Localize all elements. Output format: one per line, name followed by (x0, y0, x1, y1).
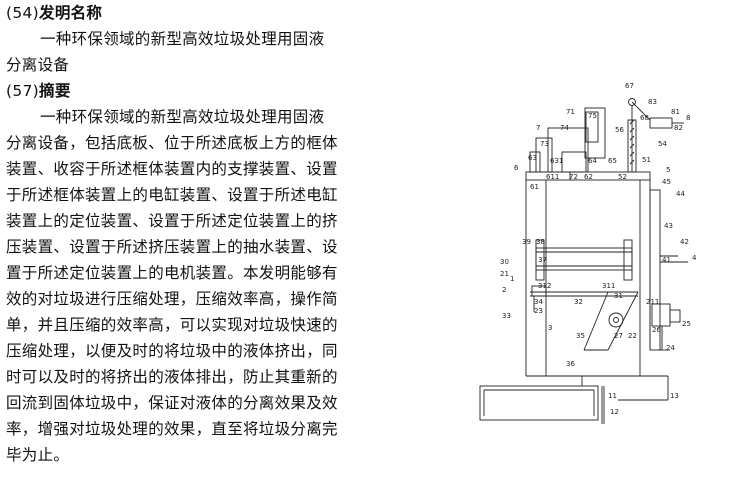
ref-label: 8 (686, 114, 690, 122)
ref-label: 312 (538, 282, 551, 290)
abstract-line: 回流到固体垃圾中，保证对液体的分离效果及效 (6, 394, 338, 412)
abstract-line: 时可以及时的将挤出的液体排出，防止其重新的 (6, 368, 338, 386)
ref-label: 23 (534, 307, 543, 315)
ref-label: 34 (534, 298, 543, 306)
ref-label: 54 (658, 140, 667, 148)
abstract-line: 装置、收容于所述框体装置内的支撑装置、设置 (6, 160, 338, 178)
ref-label: 64 (588, 157, 597, 165)
ref-label: 31 (614, 292, 623, 300)
ref-label: 4 (692, 254, 697, 262)
ref-label: 21 (500, 270, 509, 278)
ref-label: 6 (514, 164, 519, 172)
ref-label: 74 (560, 124, 569, 132)
ref-label: 62 (584, 173, 593, 181)
title-code: (54) (6, 4, 40, 22)
ref-label: 1 (510, 275, 514, 283)
ref-label: 71 (566, 108, 575, 116)
ref-label: 26 (652, 326, 661, 334)
abstract-line: 压缩处理，以便及时的将垃圾中的液体挤出，同 (6, 342, 338, 360)
abstract-line: 于所述框体装置上的电缸装置、设置于所述电缸 (6, 186, 338, 204)
title-line-2: 分离设备 (6, 56, 70, 74)
ref-label: 2 (502, 286, 506, 294)
patent-drawing: 67 83 71 75 56 81 8 82 7 74 68 73 63 631… (479, 82, 697, 424)
abstract-line: 压装置、设置于所述挤压装置上的抽水装置、设 (6, 238, 338, 256)
ref-label: 36 (566, 360, 575, 368)
ref-label: 311 (602, 282, 615, 290)
ref-label: 13 (670, 392, 679, 400)
ref-label: 33 (502, 312, 511, 320)
abstract-line: 率，增强对垃圾处理的效果，直至将垃圾分离完 (6, 420, 338, 438)
ref-label: 52 (618, 173, 627, 181)
abstract-label: 摘要 (39, 82, 71, 100)
ref-label: 42 (680, 238, 689, 246)
ref-label: 72 (569, 173, 578, 181)
ref-label: 32 (574, 298, 583, 306)
ref-label: 39 (522, 238, 531, 246)
ref-label: 211 (646, 298, 659, 306)
ref-label: 43 (664, 222, 673, 230)
abstract-line: 单，并且压缩的效率高，可以实现对垃圾快速的 (6, 316, 338, 334)
ref-label: 67 (625, 82, 634, 90)
ref-label: 24 (666, 344, 675, 352)
ref-label: 22 (628, 332, 637, 340)
ref-label: 12 (610, 408, 619, 416)
ref-label: 25 (682, 320, 691, 328)
ref-label: 83 (648, 98, 657, 106)
ref-label: 68 (640, 114, 649, 122)
ref-label: 73 (540, 140, 549, 148)
abstract-line: 效的对垃圾进行压缩处理，压缩效率高，操作简 (6, 290, 338, 308)
ref-label: 63 (528, 154, 537, 162)
ref-label: 35 (576, 332, 585, 340)
ref-label: 51 (642, 156, 651, 164)
ref-label: 27 (614, 332, 623, 340)
ref-label: 631 (550, 157, 563, 165)
abstract-line: 分离设备，包括底板、位于所述底板上方的框体 (6, 134, 338, 152)
abstract-line: 一种环保领域的新型高效垃圾处理用固液 (40, 108, 325, 126)
ref-label: 611 (546, 173, 559, 181)
ref-label: 30 (500, 258, 509, 266)
title-label: 发明名称 (39, 4, 103, 22)
ref-label: 7 (536, 124, 540, 132)
ref-label: 82 (674, 124, 683, 132)
ref-label: 81 (671, 108, 680, 116)
ref-label: 41 (662, 256, 671, 264)
ref-label: 11 (608, 392, 617, 400)
abstract-line: 置于所述定位装置上的电机装置。本发明能够有 (6, 264, 338, 282)
invention-title-heading: (54)发明名称 (6, 0, 102, 26)
ref-label: 38 (536, 238, 545, 246)
title-line-1: 一种环保领域的新型高效垃圾处理用固液 (40, 30, 325, 48)
abstract-code: (57) (6, 82, 40, 100)
ref-label: 3 (548, 324, 552, 332)
ref-label: 61 (530, 183, 539, 191)
abstract-line: 装置上的定位装置、设置于所述定位装置上的挤 (6, 212, 338, 230)
ref-label: 5 (666, 166, 670, 174)
ref-label: 75 (588, 112, 597, 120)
abstract-line: 毕为止。 (6, 446, 70, 464)
ref-label: 45 (662, 178, 671, 186)
abstract-heading: (57)摘要 (6, 78, 71, 104)
ref-label: 65 (608, 157, 617, 165)
ref-label: 56 (615, 126, 624, 134)
ref-label: 44 (676, 190, 685, 198)
ref-label: 37 (538, 256, 547, 264)
